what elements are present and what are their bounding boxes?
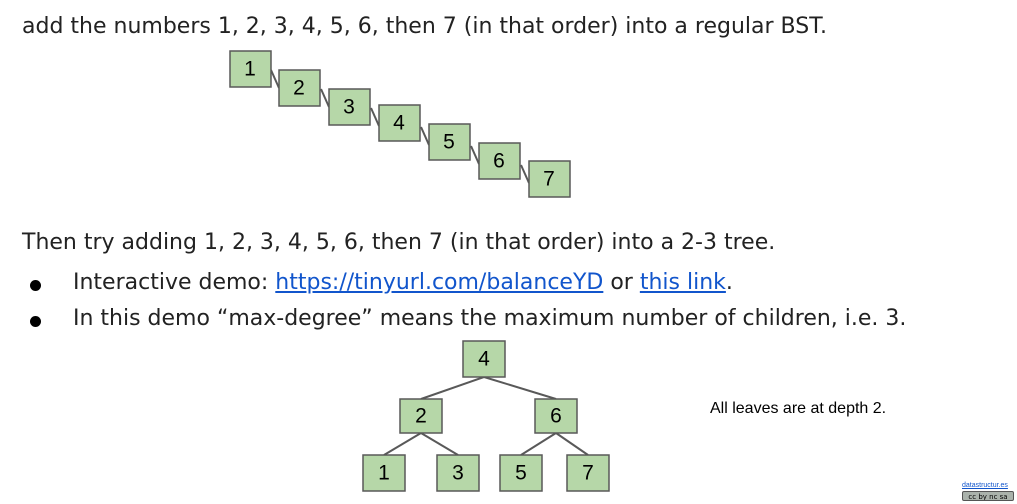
bst-edge — [270, 69, 280, 89]
tree23-leaf-5: 5 — [499, 454, 543, 492]
bst-edge — [470, 145, 480, 165]
tree23-node-6: 6 — [534, 398, 578, 434]
svg-text:6: 6 — [550, 405, 562, 428]
intro-text: add the numbers 1, 2, 3, 4, 5, 6, then 7… — [22, 14, 828, 39]
bst-node-6: 6 — [478, 142, 521, 180]
svg-text:5: 5 — [515, 462, 527, 485]
svg-text:2: 2 — [293, 77, 305, 100]
tree23-leaf-3: 3 — [436, 454, 480, 492]
bullet-dot — [30, 280, 41, 291]
svg-text:1: 1 — [378, 462, 390, 485]
tree23-edges — [383, 376, 589, 456]
bullet-dot — [30, 316, 41, 327]
then-text: Then try adding 1, 2, 3, 4, 5, 6, then 7… — [22, 230, 776, 255]
tree23-node-2: 2 — [399, 398, 443, 434]
tree-edge — [383, 432, 422, 456]
this-link[interactable]: this link — [639, 270, 726, 295]
bst-node-7: 7 — [528, 160, 571, 198]
tree23: 4 2 6 1 3 5 7 — [362, 340, 610, 492]
demo-prefix: Interactive demo: — [73, 270, 276, 295]
svg-text:7: 7 — [543, 168, 555, 191]
tree-edge — [420, 376, 485, 400]
bullet-list: Interactive demo: https://tinyurl.com/ba… — [22, 270, 906, 342]
credit-link[interactable]: datastructur.es — [962, 482, 1008, 489]
bst-edge — [520, 164, 530, 184]
tree-edge — [420, 432, 459, 456]
bst-node-3: 3 — [328, 88, 371, 126]
bst-node-5: 5 — [428, 123, 471, 161]
tree-edge — [520, 432, 557, 456]
bst-chain-edges — [270, 69, 530, 184]
demo-or: or — [603, 270, 640, 295]
tree-edge — [555, 432, 589, 456]
bst-node-4: 4 — [378, 104, 421, 142]
cc-license-badge: cc by nc sa — [962, 491, 1014, 501]
svg-text:4: 4 — [393, 112, 405, 135]
bst-chain: 1 2 3 4 5 6 7 — [229, 50, 571, 198]
bst-edge — [370, 107, 380, 127]
svg-text:6: 6 — [493, 150, 505, 173]
bullet-demo: Interactive demo: https://tinyurl.com/ba… — [22, 270, 906, 306]
bullet-maxdegree: In this demo “max-degree” means the maxi… — [22, 306, 906, 342]
bst-edge — [320, 88, 330, 108]
demo-url-link[interactable]: https://tinyurl.com/balanceYD — [275, 270, 604, 295]
tree23-leaf-1: 1 — [362, 454, 406, 492]
bst-node-2: 2 — [278, 69, 321, 107]
svg-text:2: 2 — [415, 405, 427, 428]
svg-text:1: 1 — [244, 58, 256, 81]
bst-edge — [420, 126, 430, 146]
svg-text:3: 3 — [343, 96, 355, 119]
demo-suffix: . — [725, 270, 733, 295]
tree23-leaf-7: 7 — [566, 454, 610, 492]
bst-node-1: 1 — [229, 50, 272, 88]
svg-text:4: 4 — [478, 348, 490, 371]
svg-text:5: 5 — [443, 131, 455, 154]
maxdegree-text: In this demo “max-degree” means the maxi… — [73, 306, 907, 331]
svg-text:7: 7 — [582, 462, 594, 485]
tree-edge — [483, 376, 557, 400]
svg-text:3: 3 — [452, 462, 464, 485]
tree23-root: 4 — [462, 340, 506, 378]
depth-note: All leaves are at depth 2. — [710, 400, 887, 417]
